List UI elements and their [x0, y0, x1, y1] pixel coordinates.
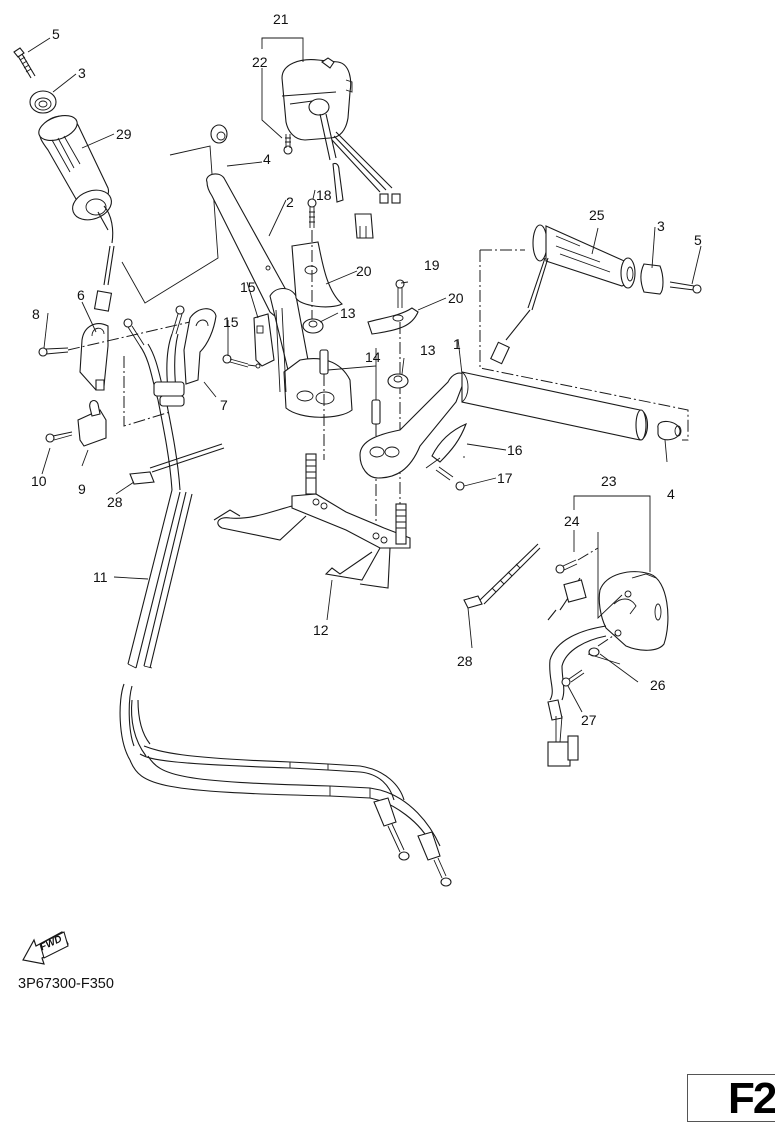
forward-arrow-icon — [22, 931, 69, 965]
switch-assembly-bracket-23 — [573, 495, 651, 572]
left-handlebar-switch — [281, 57, 401, 239]
cable-bracket-19 — [253, 313, 275, 369]
right-switch-screw-24 — [555, 547, 599, 574]
part-label-27: 27 — [581, 712, 597, 728]
right-bar-end-screw — [669, 281, 702, 294]
left-grip-assembly-bracket — [121, 145, 219, 304]
left-bar-end-weight — [29, 90, 57, 114]
part-label-22: 22 — [252, 54, 268, 70]
left-lever-holder-6 — [79, 323, 109, 391]
right-grip — [490, 224, 636, 365]
cable-ends — [123, 305, 185, 491]
right-cable-tie — [463, 543, 541, 609]
left-cover-17 — [291, 198, 343, 322]
part-label-14: 14 — [365, 349, 381, 365]
switch-pin-26 — [587, 633, 621, 665]
left-cable-tie — [129, 443, 225, 485]
right-lever-holder-7 — [183, 308, 217, 385]
part-label-18: 16 — [507, 442, 523, 458]
part-label-17: 20 — [356, 263, 372, 279]
left-handlebar — [206, 173, 353, 418]
screw-10 — [45, 431, 73, 443]
part-label-5: 5 — [52, 26, 60, 42]
part-label-25: 25 — [589, 207, 605, 223]
bolts-14 — [319, 349, 381, 530]
part-label-16: 20 — [448, 290, 464, 306]
part-label-6: 6 — [77, 287, 85, 303]
leader-lines — [27, 37, 702, 713]
part-label-15: 18 — [316, 187, 332, 203]
part-label-23: 23 — [601, 473, 617, 489]
switch-screw-27 — [561, 669, 585, 687]
clip-18 — [425, 422, 467, 469]
part-label-4: 4 — [263, 151, 271, 167]
right-nut-13 — [387, 373, 409, 389]
left-bar-end-nut-4 — [210, 124, 228, 144]
part-label-1: 1 — [453, 336, 461, 352]
part-label-2: 2 — [286, 194, 294, 210]
switch-9 — [77, 399, 107, 447]
part-label-12: 12 — [313, 622, 329, 638]
part-label-21: 21 — [273, 11, 289, 27]
left-nut-13 — [302, 318, 324, 334]
part-label-4: 4 — [667, 486, 675, 502]
right-screw-20 — [435, 466, 465, 491]
throttle-cables-11 — [119, 489, 452, 887]
part-label-26: 26 — [650, 677, 666, 693]
part-label-5: 5 — [694, 232, 702, 248]
right-handlebar-switch — [547, 571, 669, 767]
part-label-9: 9 — [78, 481, 86, 497]
part-label-10: 10 — [31, 473, 47, 489]
part-label-8: 8 — [32, 306, 40, 322]
part-label-3: 3 — [78, 65, 86, 81]
part-label-15: 19 — [424, 257, 440, 273]
part-label-20: 15 — [223, 314, 239, 330]
part-label-19: 15 — [240, 279, 256, 295]
right-handlebar — [359, 371, 649, 479]
part-label-11: 11 — [93, 569, 108, 585]
page-id: F2 — [728, 1074, 775, 1123]
part-label-13: 13 — [340, 305, 356, 321]
switch-assembly-bracket-21 — [261, 37, 304, 62]
part-label-29: 29 — [116, 126, 132, 142]
right-bar-end-weight — [640, 263, 664, 295]
part-label-7: 7 — [220, 397, 228, 413]
part-label-3: 3 — [657, 218, 665, 234]
left-grip — [38, 115, 115, 312]
part-label-13: 13 — [420, 342, 436, 358]
right-cover-16 — [367, 279, 419, 512]
part-label-24: 24 — [564, 513, 580, 529]
part-label-20: 17 — [497, 470, 513, 486]
page-id-box: F2 — [687, 1074, 775, 1123]
left-screw-20 — [222, 354, 257, 368]
screw-8 — [38, 347, 69, 357]
figure-code: 3P67300-F350 — [18, 976, 114, 992]
right-grip-assembly-bracket — [479, 249, 689, 441]
lower-bracket-12 — [213, 453, 411, 589]
left-bar-end-screw — [13, 47, 36, 79]
right-bar-end-nut-4 — [657, 420, 682, 441]
part-label-28: 28 — [457, 653, 473, 669]
left-switch-screw-22 — [283, 134, 293, 155]
part-label-28: 28 — [107, 494, 123, 510]
